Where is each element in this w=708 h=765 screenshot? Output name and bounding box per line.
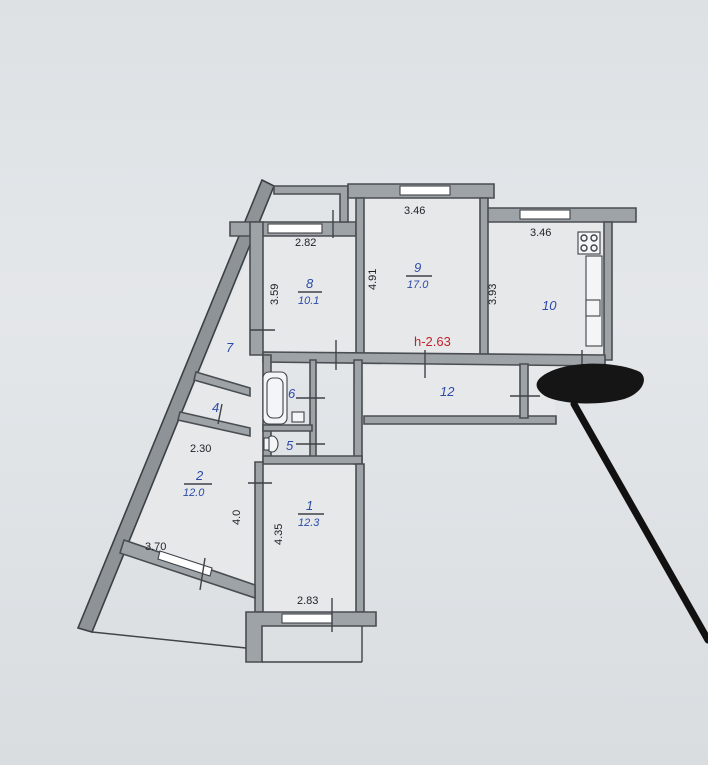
door-tick-r2win: [199, 557, 206, 591]
ceiling-height: h-2.63: [414, 334, 451, 349]
room-1-floor: [263, 462, 356, 612]
wall-bath-right: [353, 359, 363, 465]
wall-r8-left: [249, 221, 264, 356]
room-7-floor: [130, 255, 263, 600]
room-5-number: 5: [286, 438, 294, 453]
wall-r8-r9: [355, 197, 365, 361]
dim-r1-depth: 4.35: [273, 524, 285, 545]
dim-r1-width: 2.83: [297, 595, 318, 607]
room-9-number: 9: [414, 260, 421, 275]
arrow-line: [570, 400, 708, 644]
wall-r1-right: [355, 463, 365, 613]
stove-burner-1: [580, 234, 588, 242]
window-r8: [267, 223, 323, 234]
wall-r8-top-stub: [273, 185, 349, 223]
wall-corridor-bottom: [363, 415, 557, 425]
window-r1: [281, 613, 333, 624]
window-r10: [519, 209, 571, 220]
room-8-number: 8: [306, 276, 314, 291]
dim-r9-width: 3.46: [404, 205, 425, 217]
wall-r1-bottom: [245, 611, 377, 663]
room-2-area: 12.0: [183, 487, 205, 499]
room-4-number: 4: [212, 400, 219, 415]
wall-r10-right: [603, 221, 613, 361]
room-10-floor: [486, 220, 604, 355]
stove: [577, 231, 601, 255]
window-r2: [157, 550, 213, 577]
wall-bath-divider: [262, 424, 313, 432]
wall-r1-top: [262, 455, 363, 465]
room-6-number: 6: [288, 386, 296, 401]
redaction-scribble: [536, 363, 644, 404]
room-1-area: 12.3: [298, 517, 320, 529]
wall-r2-r4: [177, 411, 251, 437]
wall-r9-r10: [479, 197, 489, 359]
bathtub-inner: [266, 377, 284, 419]
room-2-number: 2: [195, 468, 204, 483]
door-tick-r4: [217, 403, 223, 425]
kitchen-sink: [585, 299, 601, 317]
dim-r9-depth: 4.91: [367, 269, 379, 290]
stove-burner-3: [580, 244, 588, 252]
dim-r10-width: 3.46: [530, 227, 551, 239]
dim-r8-width: 2.82: [295, 237, 316, 249]
wall-bath-mid: [309, 359, 317, 463]
wall-entrance: [519, 363, 529, 419]
room-8-floor: [263, 236, 356, 355]
balcony-r2-line: [91, 631, 247, 649]
room-10-number: 10: [542, 298, 557, 313]
wall-r4-top: [193, 370, 251, 398]
room-12-floor: [364, 366, 555, 418]
wall-r1-left: [254, 461, 264, 613]
dim-r2-width: 2.30: [190, 443, 211, 455]
room-8-area: 10.1: [298, 295, 319, 307]
stove-burner-2: [590, 234, 598, 242]
dim-r2-balcony: 3.70: [145, 541, 166, 553]
window-r9: [399, 185, 451, 196]
stove-burner-4: [590, 244, 598, 252]
washbasin: [291, 411, 305, 423]
toilet-tank: [263, 437, 270, 451]
room-12-number: 12: [440, 384, 455, 399]
dim-r8-depth: 3.59: [269, 284, 281, 305]
room-9-area: 17.0: [407, 279, 429, 291]
room-9-floor: [364, 198, 486, 358]
room-1-number: 1: [306, 498, 313, 513]
room-7-number: 7: [226, 340, 234, 355]
dim-r10-depth: 3.93: [487, 284, 499, 305]
dim-r2-depth: 4.0: [231, 510, 243, 525]
